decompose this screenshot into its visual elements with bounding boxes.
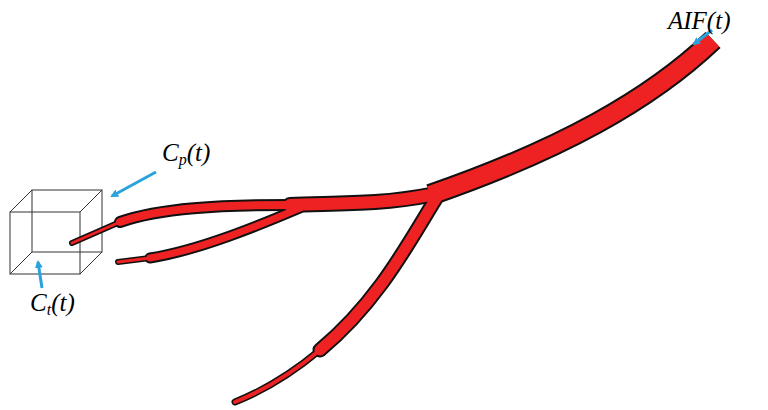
blood-vessel [72, 40, 713, 402]
tissue-voxel [10, 190, 102, 274]
signal-label: Cp(t) [162, 140, 210, 165]
vessel-outline [72, 40, 713, 402]
signal-label: Ct(t) [30, 290, 75, 315]
signal-label: AIF(t) [668, 8, 730, 33]
leader-arrow [38, 30, 712, 288]
